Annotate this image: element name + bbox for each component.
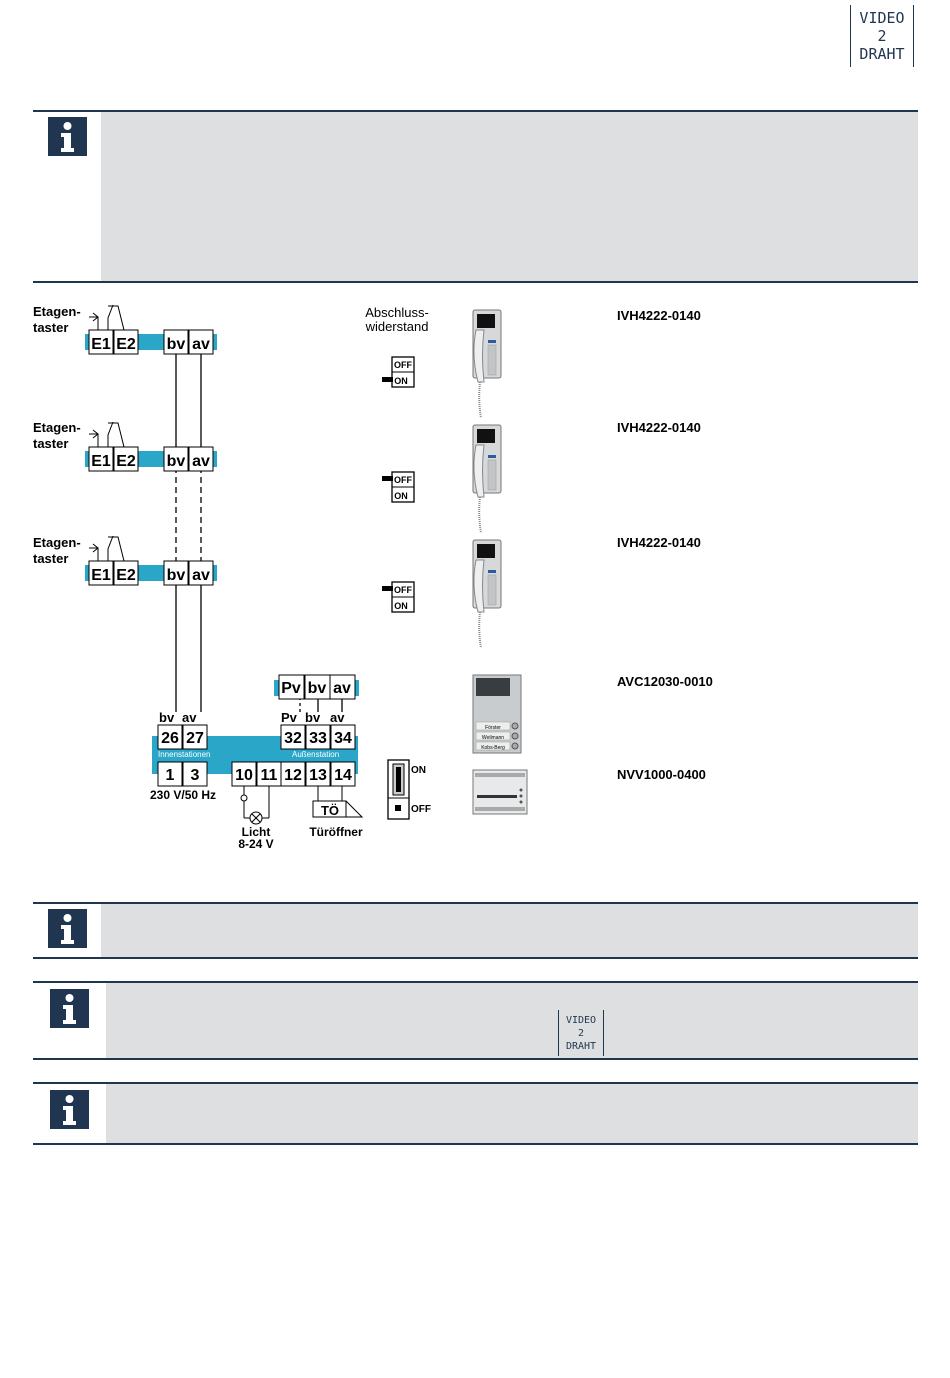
logo-line-1: VIDEO xyxy=(565,1015,597,1026)
terminal-bv: bv xyxy=(167,453,186,470)
info-box-4 xyxy=(33,1084,918,1143)
info-icon xyxy=(50,989,89,1028)
termination-switch-1: OFF ON xyxy=(382,356,415,388)
svg-text:OFF: OFF xyxy=(394,475,412,485)
abschluss-label: Abschluss- xyxy=(365,305,429,320)
etagentaster-label-2: taster xyxy=(33,551,68,566)
svg-text:OFF: OFF xyxy=(394,585,412,595)
svg-text:3: 3 xyxy=(191,767,200,784)
device-model-2: IVH4222-0140 xyxy=(617,420,701,435)
device-model-5: NVV1000-0400 xyxy=(617,767,706,782)
svg-text:Weilmann: Weilmann xyxy=(482,735,504,741)
device-model-3: IVH4222-0140 xyxy=(617,535,701,550)
video-intercom-3 xyxy=(472,539,502,649)
supply-off-label: OFF xyxy=(411,804,431,815)
power-label: 230 V/50 Hz xyxy=(150,788,216,802)
info-box-3 xyxy=(33,983,918,1058)
device-model-1: IVH4222-0140 xyxy=(617,308,701,323)
svg-text:10: 10 xyxy=(235,767,253,784)
svg-text:av: av xyxy=(330,710,345,725)
video-intercom-1 xyxy=(472,309,502,419)
svg-text:av: av xyxy=(182,710,197,725)
info-box-2 xyxy=(33,904,918,957)
svg-text:Förster: Förster xyxy=(485,725,501,731)
terminal-e1: E1 xyxy=(91,336,111,353)
terminal-e1: E1 xyxy=(91,567,111,584)
terminal-av: av xyxy=(192,336,210,353)
svg-text:Innenstationen: Innenstationen xyxy=(158,750,211,759)
svg-text:32: 32 xyxy=(284,730,302,747)
svg-text:Türöffner: Türöffner xyxy=(309,825,363,839)
power-supply xyxy=(472,769,528,815)
svg-text:TÖ: TÖ xyxy=(321,803,339,818)
etagen-row-1: E1 E2 bv av Etagen- taster xyxy=(33,304,217,355)
etagen-row-2: E1 E2 bv av Etagen- taster xyxy=(33,420,217,472)
svg-text:Pv: Pv xyxy=(281,710,298,725)
controller: bv av Pv bv av 26 27 32 33 34 Innenstati… xyxy=(150,710,364,851)
video2draht-logo: VIDEO 2 DRAHT xyxy=(850,5,914,67)
svg-text:OFF: OFF xyxy=(394,360,412,370)
info-box-top xyxy=(33,111,918,282)
logo-line-3: DRAHT xyxy=(859,45,905,63)
svg-text:33: 33 xyxy=(309,730,327,747)
logo-line-1: VIDEO xyxy=(859,9,905,27)
terminal-bv: bv xyxy=(167,567,186,584)
terminal-bv: bv xyxy=(167,336,186,353)
svg-text:27: 27 xyxy=(186,730,204,747)
svg-text:ON: ON xyxy=(394,376,408,386)
svg-text:26: 26 xyxy=(161,730,179,747)
svg-text:13: 13 xyxy=(309,767,327,784)
termination-switch-2: OFF ON xyxy=(382,471,415,503)
svg-text:12: 12 xyxy=(284,767,302,784)
supply-on-label: ON xyxy=(411,765,426,776)
logo-line-2: 2 xyxy=(577,1028,585,1039)
outdoor-terminals: Pv bv av xyxy=(274,674,359,700)
svg-text:34: 34 xyxy=(334,730,352,747)
terminal-e2: E2 xyxy=(116,567,136,584)
terminal-e2: E2 xyxy=(116,453,136,470)
abschluss-label-2: widerstand xyxy=(365,319,429,334)
etagen-row-3: E1 E2 bv av Etagen- taster xyxy=(33,535,217,586)
info-icon xyxy=(50,1090,89,1129)
terminal-av: av xyxy=(192,567,210,584)
video-intercom-2 xyxy=(472,424,502,534)
logo-line-2: 2 xyxy=(877,27,887,45)
svg-text:8-24 V: 8-24 V xyxy=(238,837,273,851)
etagentaster-label-2: taster xyxy=(33,436,68,451)
svg-text:bv: bv xyxy=(305,710,321,725)
video2draht-logo-small: VIDEO 2 DRAHT xyxy=(558,1010,604,1056)
svg-text:av: av xyxy=(333,680,351,697)
svg-text:14: 14 xyxy=(334,767,352,784)
svg-text:Kobs-Berg: Kobs-Berg xyxy=(481,745,505,751)
outdoor-panel: Förster Weilmann Kobs-Berg xyxy=(472,674,522,754)
info-icon xyxy=(48,909,87,948)
svg-text:Pv: Pv xyxy=(281,680,301,697)
terminal-av: av xyxy=(192,453,210,470)
etagentaster-label: Etagen- xyxy=(33,304,81,319)
svg-text:11: 11 xyxy=(261,767,278,784)
info-icon xyxy=(48,117,87,156)
svg-text:Außenstation: Außenstation xyxy=(292,750,339,759)
svg-text:1: 1 xyxy=(166,767,175,784)
termination-switch-3: OFF ON xyxy=(382,581,415,613)
etagentaster-label: Etagen- xyxy=(33,420,81,435)
wiring-diagram: E1 E2 bv av Etagen- taster E1 E2 bv av E… xyxy=(33,304,713,851)
terminal-e1: E1 xyxy=(91,453,111,470)
svg-text:bv: bv xyxy=(159,710,175,725)
svg-text:Licht: Licht xyxy=(242,825,271,839)
supply-switch: ON OFF xyxy=(387,759,431,820)
logo-line-3: DRAHT xyxy=(565,1041,597,1052)
svg-text:ON: ON xyxy=(394,491,408,501)
terminal-e2: E2 xyxy=(116,336,136,353)
device-model-4: AVC12030-0010 xyxy=(617,674,713,689)
etagentaster-label: Etagen- xyxy=(33,535,81,550)
svg-text:ON: ON xyxy=(394,601,408,611)
etagentaster-label-2: taster xyxy=(33,320,68,335)
svg-text:bv: bv xyxy=(308,680,327,697)
